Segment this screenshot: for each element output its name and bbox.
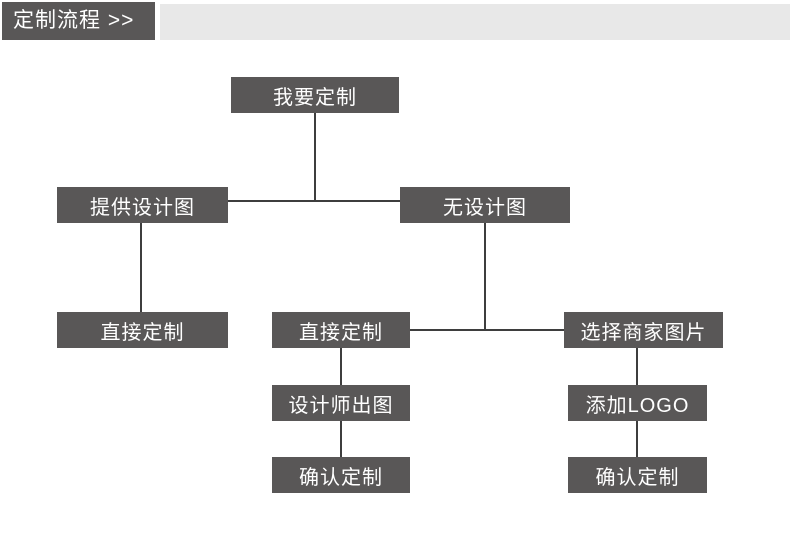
node-designer-draft: 设计师出图 [272,385,410,421]
node-provide-design: 提供设计图 [57,187,228,223]
connector-designer-to-confirm [340,421,342,457]
node-add-logo: 添加LOGO [568,385,707,421]
connector-nodesign-down [484,223,486,331]
connector-level2-horizontal [228,200,400,202]
node-direct-customize-mid: 直接定制 [272,312,410,348]
node-confirm-customize-mid: 确认定制 [272,457,410,493]
connector-start-down [314,113,316,201]
connector-direct-to-designer [340,348,342,385]
node-direct-customize-left: 直接定制 [57,312,228,348]
connector-logo-to-confirm [636,421,638,457]
connector-choose-to-logo [636,348,638,385]
connector-level3-horizontal [410,329,564,331]
header-strip [160,4,790,40]
node-choose-merchant-image: 选择商家图片 [564,312,723,348]
node-no-design: 无设计图 [400,187,570,223]
node-confirm-customize-right: 确认定制 [568,457,707,493]
section-title: 定制流程 >> [2,2,155,40]
section-title-label: 定制流程 >> [13,9,135,32]
connector-provide-to-direct [140,223,142,312]
node-start-customize: 我要定制 [231,77,399,113]
